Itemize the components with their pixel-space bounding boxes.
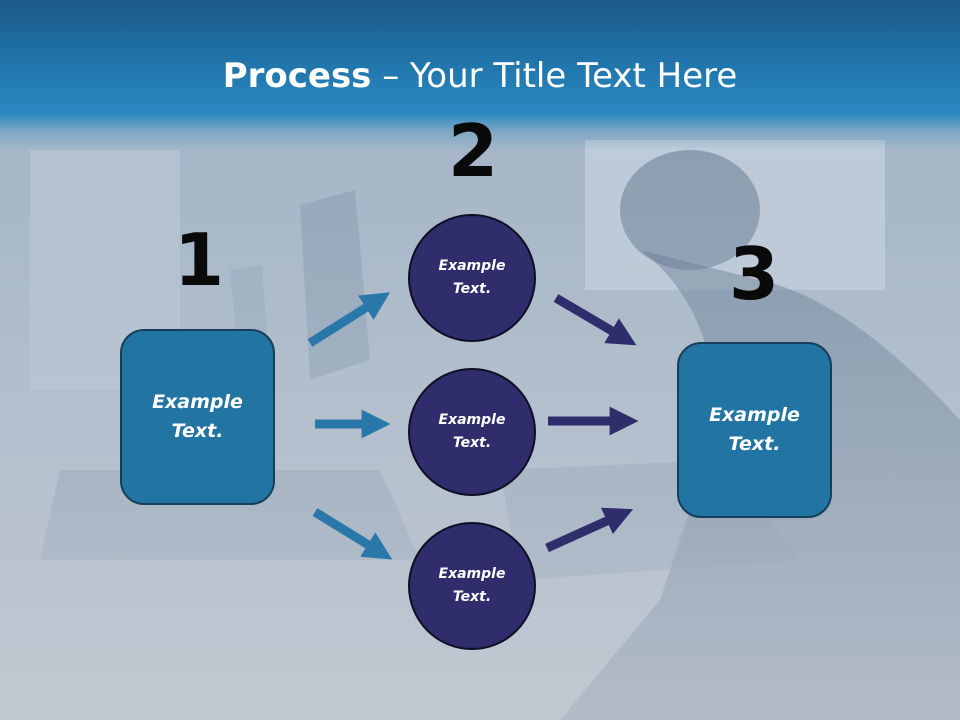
circle-bottom-line1: Example xyxy=(438,566,506,582)
box-right-line2: Text. xyxy=(728,433,781,455)
slide-title: Process – Your Title Text Here xyxy=(0,56,960,96)
arrow-top-to-right xyxy=(553,294,637,346)
circle-top-line2: Text. xyxy=(452,281,492,297)
step-number-3: 3 xyxy=(728,232,780,316)
box-left-line1: Example xyxy=(152,391,243,413)
circle-top-line1: Example xyxy=(438,258,506,274)
box-right-line1: Example xyxy=(709,404,800,426)
step-number-2: 2 xyxy=(447,109,499,193)
arrow-left-to-bottom xyxy=(312,508,393,560)
circle-middle-line2: Text. xyxy=(452,435,492,451)
title-rest: – Your Title Text Here xyxy=(371,56,738,96)
step-number-1: 1 xyxy=(173,218,225,302)
arrow-bottom-to-right xyxy=(545,507,634,553)
circle-bottom-line2: Text. xyxy=(452,589,492,605)
title-bar xyxy=(0,0,960,150)
circle-middle-line1: Example xyxy=(438,412,506,428)
box-left-line2: Text. xyxy=(171,420,224,442)
arrow-left-to-top xyxy=(307,292,391,347)
title-strong: Process xyxy=(222,56,372,96)
